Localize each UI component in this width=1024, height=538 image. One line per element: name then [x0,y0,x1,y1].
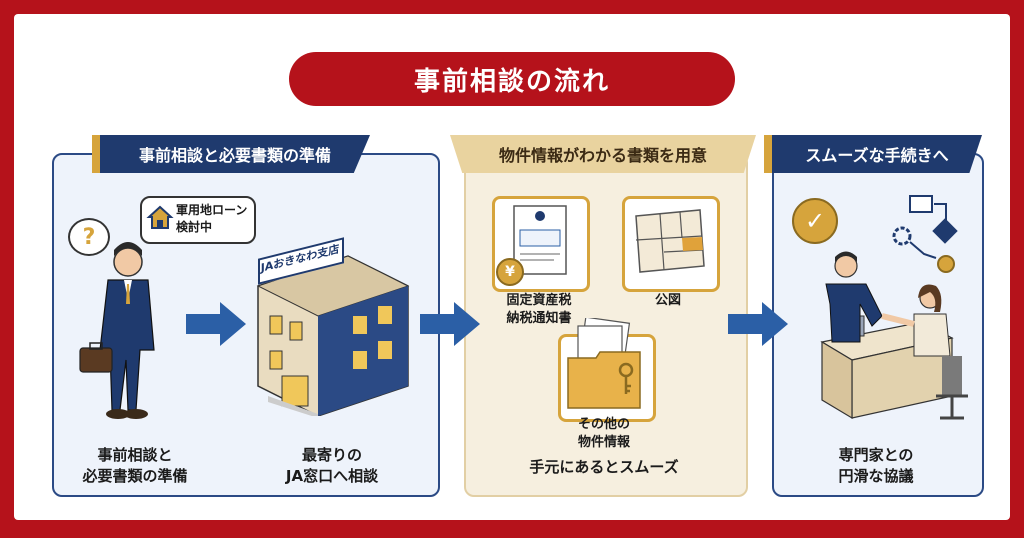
businessman-illustration [79,242,155,419]
question-bubble [68,218,110,256]
other-info-label-2: 物件情報 [577,435,630,450]
tax-notice-label-1: 固定資産税 [506,293,572,308]
tax-notice-label-2: 納税通知書 [506,311,572,326]
document-icon [513,205,567,275]
caption-right-2: JA窓口へ相談 [285,467,379,485]
workflow-icon [892,195,958,273]
arrow-right-icon [186,302,246,346]
land-map-label: 公図 [654,293,681,308]
house-icon [146,205,174,229]
arrow-right-icon [420,302,480,346]
step3-banner-accent [764,135,774,173]
key-icon [618,362,634,394]
speech-line2: 検討中 [176,220,213,234]
step2-caption: 手元にあるとスムーズ [529,458,679,476]
question-icon: ? [82,224,96,250]
page-title: 事前相談の流れ [289,52,735,106]
caption-right-1: 最寄りの [301,446,362,464]
caption-left-1: 事前相談と [97,446,173,464]
check-icon: ✓ [792,198,838,244]
step3-banner: スムーズな手続きへ [772,135,982,173]
step2-banner: 物件情報がわかる書類を用意 [450,135,756,173]
meeting-illustration [820,251,968,420]
map-icon [635,209,705,273]
other-info-label-1: その他の [577,417,630,432]
arrow-right-icon [728,302,788,346]
step1-banner: 事前相談と必要書類の準備 [100,135,370,173]
step1-banner-accent [92,135,102,173]
yen-icon: ¥ [496,258,524,286]
bank-building-illustration [256,255,410,416]
caption-left-2: 必要書類の準備 [82,467,188,485]
step3-caption-1: 専門家との [838,446,914,464]
step3-caption-2: 円滑な協議 [838,467,914,485]
speech-line1: 軍用地ローン [176,203,248,217]
